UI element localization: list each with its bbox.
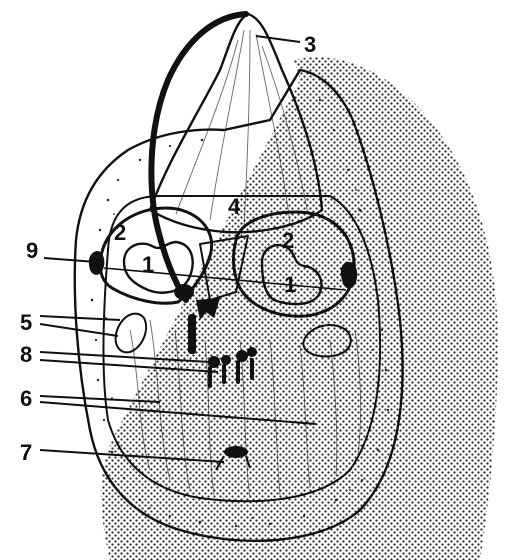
- label-6: 6: [20, 386, 32, 411]
- stippled-outer-body: [101, 57, 498, 560]
- label-3: 3: [304, 32, 316, 57]
- label-5: 5: [20, 310, 32, 335]
- label-2-left: 2: [114, 220, 126, 245]
- label-1-left: 1: [142, 252, 154, 277]
- label-4: 4: [228, 194, 241, 219]
- label-1-right: 1: [284, 272, 296, 297]
- label-9: 9: [26, 238, 38, 263]
- label-8: 8: [20, 342, 32, 367]
- label-2-right: 2: [282, 228, 294, 253]
- label-7: 7: [20, 440, 32, 465]
